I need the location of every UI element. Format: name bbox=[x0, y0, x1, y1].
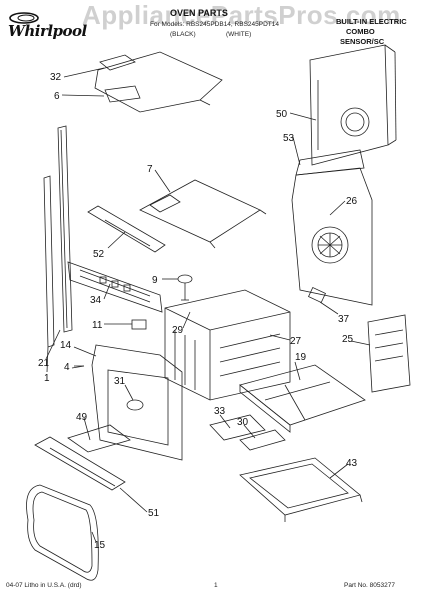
callout-30: 30 bbox=[237, 417, 249, 428]
door-frame-strip bbox=[57, 125, 73, 333]
callout-19: 19 bbox=[295, 352, 307, 363]
side-trim-part bbox=[43, 175, 55, 348]
sensor-part bbox=[177, 274, 193, 301]
callout-9: 9 bbox=[152, 275, 158, 286]
oven-cavity-part bbox=[164, 289, 291, 401]
product-line-3: SENSOR/SC bbox=[340, 37, 385, 46]
footer-page-number: 1 bbox=[214, 582, 218, 589]
callout-33: 33 bbox=[214, 406, 226, 417]
side-rack-part bbox=[367, 314, 411, 393]
door-gasket-part bbox=[26, 484, 99, 581]
control-panel-part bbox=[67, 261, 163, 313]
callout-labels: 32 6 50 53 7 26 52 9 34 11 29 37 14 25 4… bbox=[38, 72, 358, 551]
switch-part bbox=[131, 319, 147, 330]
callout-26: 26 bbox=[346, 196, 358, 207]
callout-51: 51 bbox=[148, 508, 160, 519]
callout-7: 7 bbox=[147, 164, 153, 175]
callout-31: 31 bbox=[114, 376, 126, 387]
callout-37: 37 bbox=[338, 314, 350, 325]
top-support-part bbox=[139, 179, 267, 249]
callout-11: 11 bbox=[92, 320, 103, 331]
brand-name: Whirlpool bbox=[8, 22, 87, 40]
leader-lines bbox=[45, 67, 371, 543]
callout-14: 14 bbox=[60, 340, 72, 351]
model-line: For Models: RBS245PDB14, RBS245PDT14 bbox=[150, 21, 279, 28]
callout-1: 1 bbox=[44, 373, 50, 384]
callout-6: 6 bbox=[54, 91, 60, 102]
door-inner-frame-part bbox=[71, 344, 183, 461]
product-line-2: COMBO bbox=[346, 27, 375, 36]
footer-part-number: Part No. 8053277 bbox=[344, 582, 395, 589]
bottom-trim-part bbox=[67, 424, 131, 453]
color-white-label: (WHITE) bbox=[226, 31, 252, 38]
callout-32: 32 bbox=[50, 72, 62, 83]
callout-25: 25 bbox=[342, 334, 354, 345]
callout-34: 34 bbox=[90, 295, 102, 306]
callout-49: 49 bbox=[76, 412, 88, 423]
lower-vent-part bbox=[34, 436, 126, 491]
footer-litho: 04-07 Litho in U.S.A. (drd) bbox=[6, 582, 82, 589]
color-black-label: (BLACK) bbox=[170, 31, 196, 38]
drawer-tray-part bbox=[239, 457, 363, 522]
callout-29: 29 bbox=[172, 325, 184, 336]
top-panel-part bbox=[94, 51, 223, 113]
callout-43: 43 bbox=[346, 458, 358, 469]
rear-panel-part bbox=[309, 44, 397, 166]
whirlpool-logo: Whirlpool bbox=[6, 10, 87, 40]
callout-52: 52 bbox=[93, 249, 105, 260]
callout-53: 53 bbox=[283, 133, 295, 144]
oven-floor-part bbox=[239, 364, 366, 433]
callout-50: 50 bbox=[276, 109, 288, 120]
watermark: AppliancePartsPros.com bbox=[82, 0, 401, 30]
page-title: OVEN PARTS bbox=[170, 8, 228, 18]
callout-27: 27 bbox=[290, 336, 302, 347]
rail-parts bbox=[209, 414, 286, 451]
rear-frame-part bbox=[291, 149, 373, 306]
whirlpool-swirl-icon bbox=[9, 12, 39, 24]
callout-4: 4 bbox=[64, 362, 70, 373]
callout-21: 21 bbox=[38, 358, 50, 369]
callout-15: 15 bbox=[94, 540, 106, 551]
vent-bar-part bbox=[87, 205, 166, 253]
product-line-1: BUILT-IN ELECTRIC bbox=[336, 17, 407, 26]
